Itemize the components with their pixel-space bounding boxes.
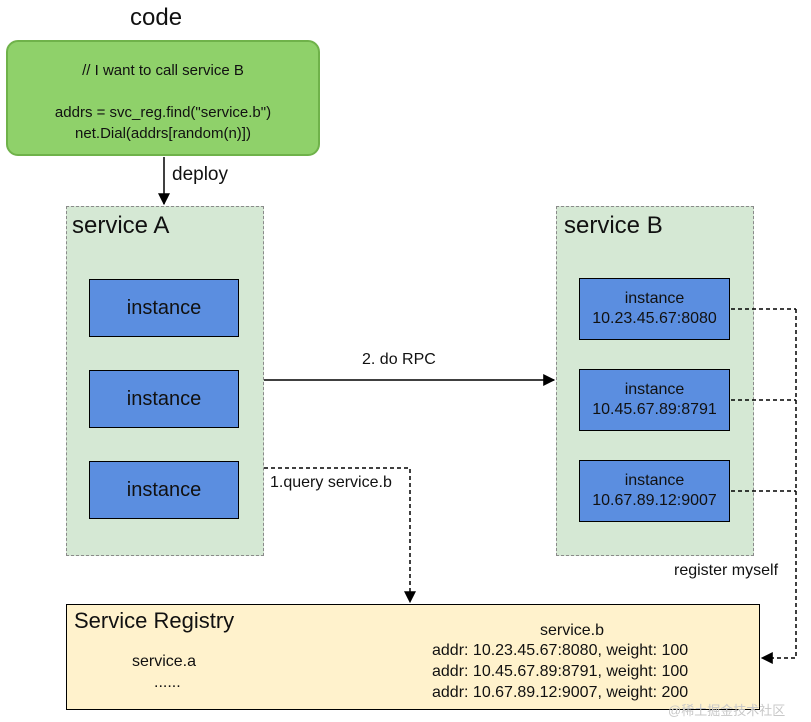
registry-service-b-label: service.b bbox=[540, 622, 605, 639]
registry-entry-2: addr: 10.45.67.89:8791, weight: 100 bbox=[432, 663, 689, 680]
query-label: 1.query service.b bbox=[270, 474, 392, 491]
service-registry-box bbox=[66, 604, 760, 710]
instance-label: instance bbox=[624, 472, 685, 489]
instance-label: instance bbox=[624, 290, 685, 307]
register-arrow bbox=[760, 309, 797, 664]
service-b-instance-2: instance 10.45.67.89:8791 bbox=[579, 369, 730, 431]
code-line-comment: // I want to call service B bbox=[82, 62, 244, 79]
code-title: code bbox=[130, 4, 183, 31]
instance-address: 10.23.45.67:8080 bbox=[592, 310, 717, 327]
do-rpc-label: 2. do RPC bbox=[362, 351, 436, 368]
service-a-instance-1: instance bbox=[89, 279, 239, 337]
service-b-instance-3: instance 10.67.89.12:9007 bbox=[579, 460, 730, 522]
service-a-instance-3: instance bbox=[89, 461, 239, 519]
watermark: @稀土掘金技术社区 bbox=[668, 703, 786, 718]
code-box: // I want to call service B addrs = svc_… bbox=[6, 40, 320, 156]
service-registry-title: Service Registry bbox=[74, 608, 235, 633]
deploy-label: deploy bbox=[172, 164, 228, 185]
query-arrow bbox=[264, 467, 416, 604]
code-line-dial: net.Dial(addrs[random(n)]) bbox=[75, 125, 251, 142]
service-b-instance-1: instance 10.23.45.67:8080 bbox=[579, 278, 730, 340]
code-line-find: addrs = svc_reg.find("service.b") bbox=[54, 104, 272, 121]
registry-service-a-ellipsis: ...... bbox=[154, 674, 181, 691]
registry-entry-3: addr: 10.67.89.12:9007, weight: 200 bbox=[432, 684, 689, 701]
registry-entry-1: addr: 10.23.45.67:8080, weight: 100 bbox=[432, 642, 689, 659]
register-myself-label: register myself bbox=[674, 562, 779, 579]
instance-label: instance bbox=[126, 478, 202, 501]
service-b-title: service B bbox=[564, 212, 663, 239]
instance-label: instance bbox=[624, 381, 685, 398]
instance-address: 10.67.89.12:9007 bbox=[592, 492, 717, 509]
registry-service-a-label: service.a bbox=[132, 653, 197, 670]
instance-label: instance bbox=[126, 296, 202, 319]
service-a-instance-2: instance bbox=[89, 370, 239, 428]
instance-label: instance bbox=[126, 387, 202, 410]
service-a-title: service A bbox=[72, 212, 170, 239]
instance-address: 10.45.67.89:8791 bbox=[592, 401, 717, 418]
